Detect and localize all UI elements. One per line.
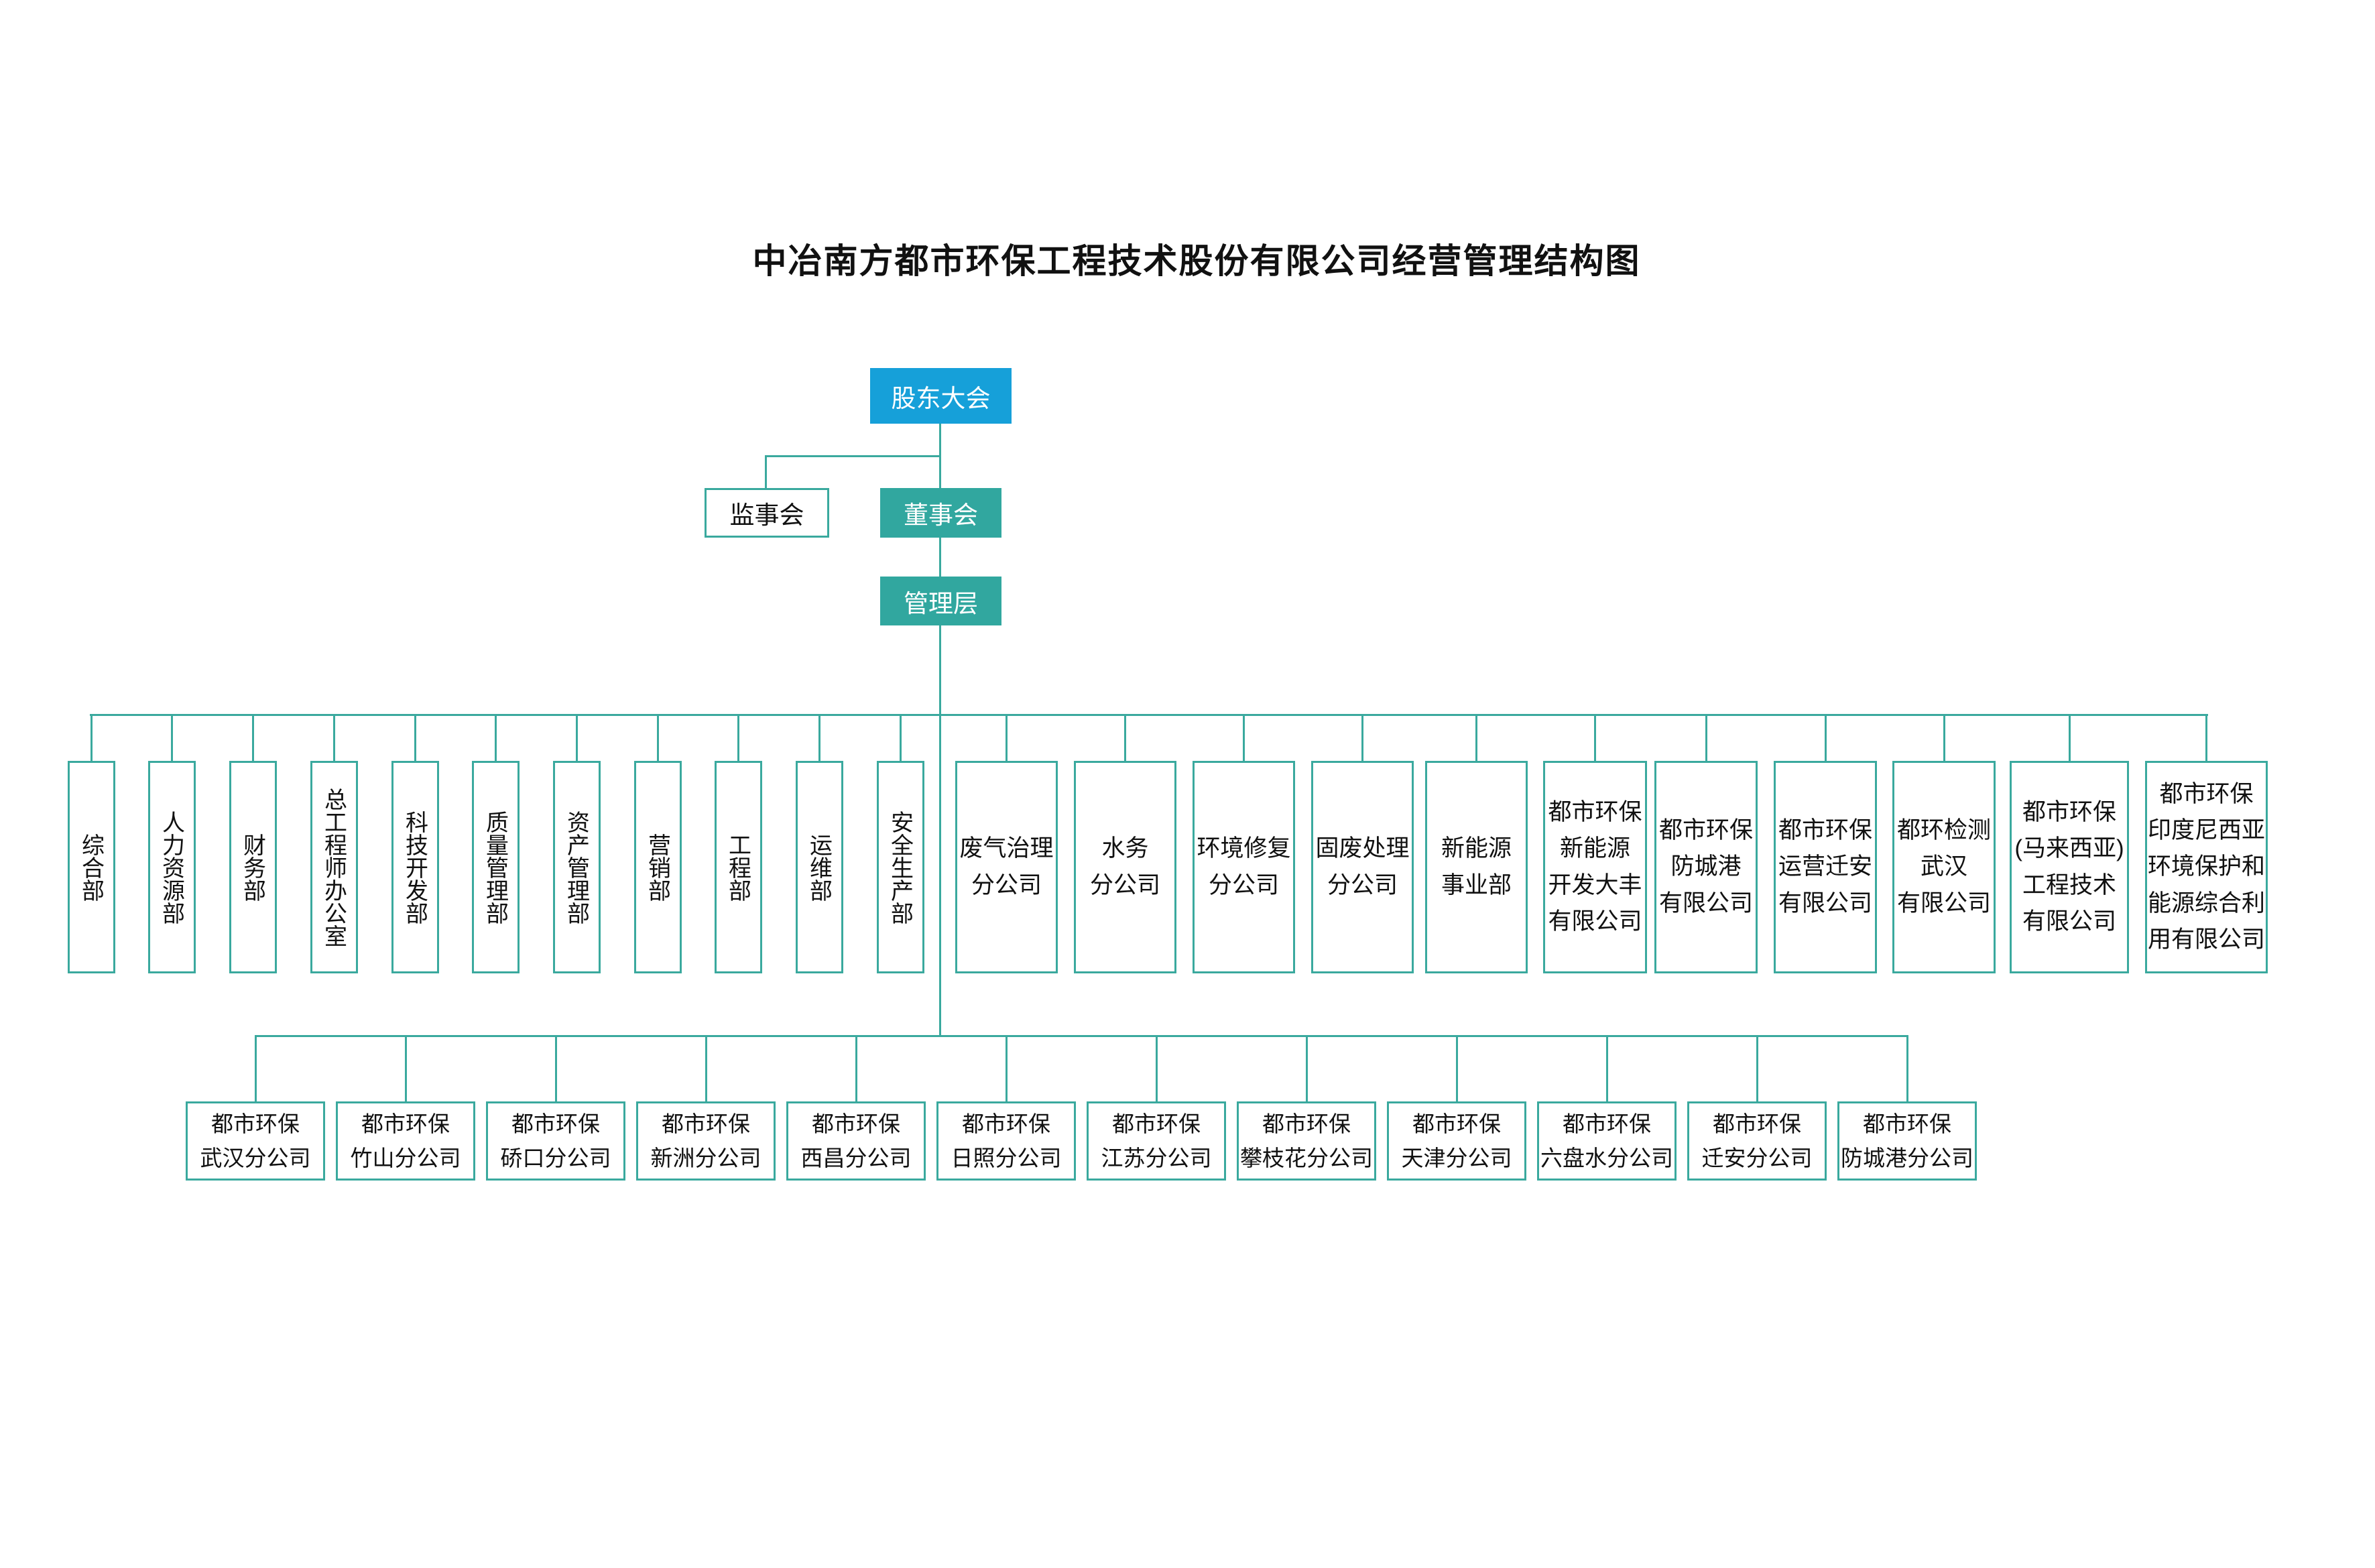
subsidiary-box: 都市环保 迁安分公司 xyxy=(1687,1101,1827,1181)
connector-line xyxy=(855,1035,857,1101)
connector-line xyxy=(1943,714,1945,761)
department-box: 工程部 xyxy=(714,761,762,973)
connector-line xyxy=(251,714,254,761)
connector-line xyxy=(575,714,578,761)
branch-box: 都市环保 印度尼西亚 环境保护和 能源综合利 用有限公司 xyxy=(2145,761,2268,973)
connector-line xyxy=(494,714,497,761)
branch-box: 都环检测 武汉 有限公司 xyxy=(1892,761,1996,973)
connector-line xyxy=(765,455,767,488)
department-box: 安全生产部 xyxy=(876,761,924,973)
connector-line xyxy=(1756,1035,1758,1101)
connector-line xyxy=(1305,1035,1308,1101)
connector-line xyxy=(170,714,173,761)
connector-line xyxy=(899,714,902,761)
department-box: 质量管理部 xyxy=(471,761,520,973)
connector-line xyxy=(1361,714,1363,761)
chart-title: 中冶南方都市环保工程技术股份有限公司经营管理结构图 xyxy=(752,242,1641,280)
connector-line xyxy=(1605,1035,1608,1101)
connector-line xyxy=(554,1035,557,1101)
connector-line xyxy=(1005,1035,1008,1101)
connector-line xyxy=(1243,714,1245,761)
connector-line xyxy=(737,714,739,761)
subsidiary-box: 都市环保 天津分公司 xyxy=(1387,1101,1526,1181)
subsidiary-box: 都市环保 防城港分公司 xyxy=(1837,1101,1977,1181)
connector-line xyxy=(818,714,820,761)
branch-box: 都市环保 防城港 有限公司 xyxy=(1654,761,1758,973)
branch-box: 环境修复 分公司 xyxy=(1193,761,1295,973)
connector-line xyxy=(1594,714,1596,761)
connector-line xyxy=(1155,1035,1158,1101)
connector-line xyxy=(2068,714,2071,761)
connector-line xyxy=(1475,714,1477,761)
connector-line xyxy=(656,714,659,761)
connector-line xyxy=(90,714,93,761)
shareholders-meeting-box: 股东大会 xyxy=(870,368,1012,424)
connector-line xyxy=(1455,1035,1458,1101)
board-of-directors-box: 董事会 xyxy=(880,488,1001,538)
subsidiary-box: 都市环保 西昌分公司 xyxy=(786,1101,926,1181)
connector-line xyxy=(1824,714,1827,761)
department-box: 运维部 xyxy=(795,761,843,973)
connector-line xyxy=(254,1035,1908,1037)
subsidiary-box: 都市环保 新洲分公司 xyxy=(636,1101,776,1181)
department-box: 资产管理部 xyxy=(552,761,601,973)
connector-line xyxy=(404,1035,407,1101)
connector-line xyxy=(1906,1035,1908,1101)
department-box: 科技开发部 xyxy=(391,761,439,973)
branch-box: 新能源 事业部 xyxy=(1425,761,1528,973)
supervisory-board-box: 监事会 xyxy=(705,488,829,538)
branch-box: 都市环保 新能源 开发大丰 有限公司 xyxy=(1543,761,1647,973)
connector-line xyxy=(939,538,941,577)
subsidiary-box: 都市环保 日照分公司 xyxy=(936,1101,1076,1181)
connector-line xyxy=(1705,714,1707,761)
branch-box: 都市环保 运营迁安 有限公司 xyxy=(1774,761,1877,973)
management-box: 管理层 xyxy=(880,577,1001,625)
department-box: 人力资源部 xyxy=(147,761,196,973)
department-box: 营销部 xyxy=(633,761,682,973)
branch-box: 都市环保 (马来西亚) 工程技术 有限公司 xyxy=(2010,761,2129,973)
subsidiary-box: 都市环保 六盘水分公司 xyxy=(1537,1101,1677,1181)
connector-line xyxy=(90,714,2208,716)
subsidiary-box: 都市环保 硚口分公司 xyxy=(486,1101,625,1181)
connector-line xyxy=(939,625,941,1037)
connector-line xyxy=(1124,714,1126,761)
branch-box: 固废处理 分公司 xyxy=(1311,761,1414,973)
connector-line xyxy=(2205,714,2207,761)
department-box: 综合部 xyxy=(67,761,115,973)
connector-line xyxy=(765,455,941,457)
department-box: 财务部 xyxy=(229,761,277,973)
department-box: 总工程师办公室 xyxy=(310,761,358,973)
connector-line xyxy=(414,714,416,761)
subsidiary-box: 都市环保 竹山分公司 xyxy=(336,1101,475,1181)
subsidiary-box: 都市环保 江苏分公司 xyxy=(1087,1101,1226,1181)
connector-line xyxy=(1006,714,1008,761)
connector-line xyxy=(705,1035,707,1101)
connector-line xyxy=(332,714,335,761)
connector-line xyxy=(254,1035,257,1101)
branch-box: 水务 分公司 xyxy=(1074,761,1176,973)
subsidiary-box: 都市环保 武汉分公司 xyxy=(186,1101,325,1181)
subsidiary-box: 都市环保 攀枝花分公司 xyxy=(1237,1101,1376,1181)
branch-box: 废气治理 分公司 xyxy=(955,761,1058,973)
